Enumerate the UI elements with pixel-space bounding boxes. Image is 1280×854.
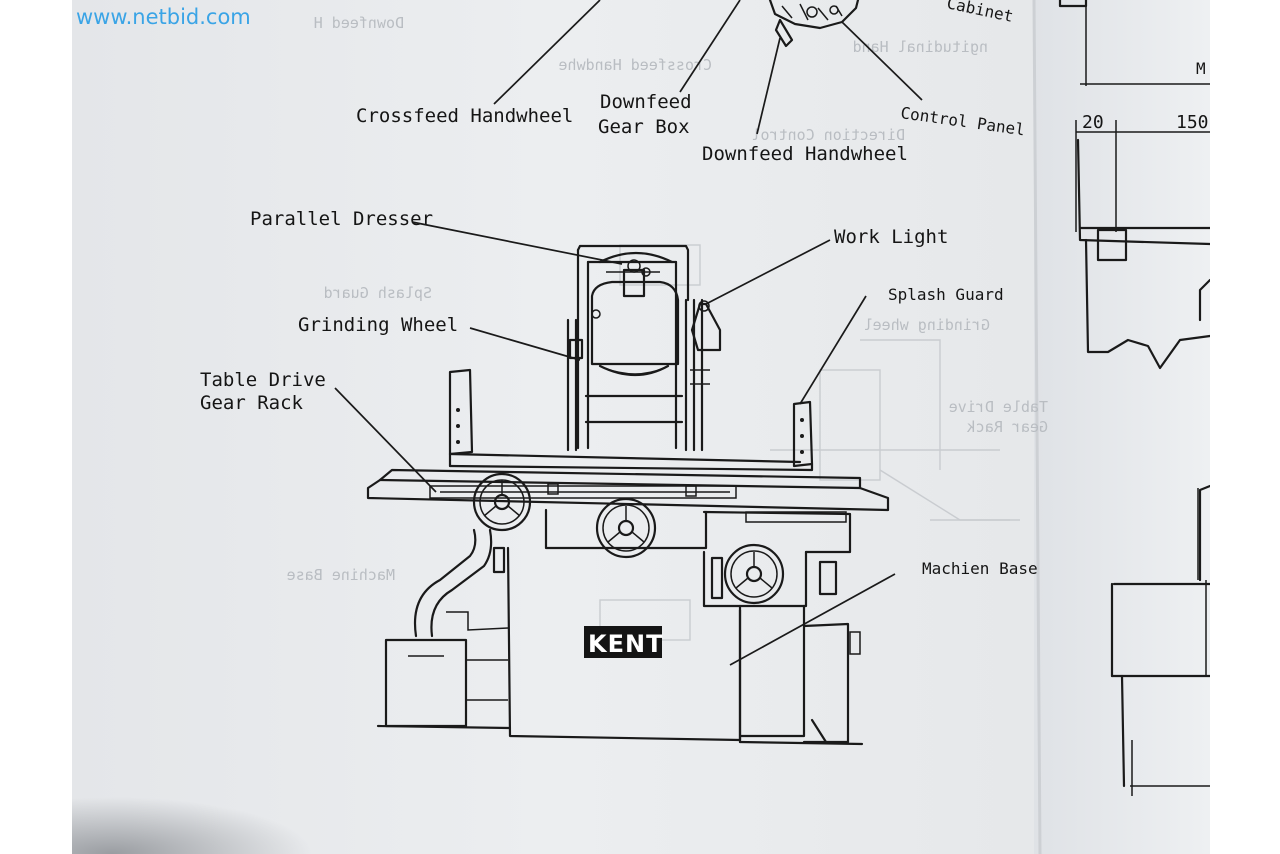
watermark: www.netbid.com: [76, 5, 251, 29]
label-parallel-dresser: Parallel Dresser: [250, 208, 433, 230]
top-partial-drawing: [768, 0, 860, 48]
label-machine-base: Machien Base: [922, 559, 1038, 578]
ghost-table-drive: Table Drive: [949, 398, 1048, 416]
ghost-direction: Direction Control: [751, 126, 905, 144]
kent-logo: KENT: [584, 626, 663, 658]
ghost-downfeed: Downfeed H: [314, 14, 404, 32]
leader-parallel-dresser: [411, 221, 623, 265]
dim-150: 150: [1176, 112, 1209, 133]
ghost-machine-base: Machine Base: [287, 566, 395, 584]
ghost-splash: Splash Guard: [324, 284, 432, 302]
leader-control-panel: [841, 21, 923, 101]
label-crossfeed-handwheel: Crossfeed Handwheel: [356, 105, 573, 127]
photo-margin-left: [0, 0, 72, 854]
label-downfeed-handwheel: Downfeed Handwheel: [702, 143, 908, 165]
label-downfeed-gear-box-1: Downfeed: [600, 91, 692, 113]
photo-margin-right: [1210, 0, 1280, 854]
kent-logo-text: KENT: [588, 630, 663, 658]
label-downfeed-gear-box-2: Gear Box: [598, 116, 690, 138]
left-page: [72, 0, 1034, 854]
surface-grinder-drawing: [366, 244, 890, 746]
label-table-drive-2: Gear Rack: [200, 392, 304, 414]
leader-splash-guard: [799, 295, 867, 405]
bleed-through-text: Downfeed H ngitudinal Hand Crossfeed Han…: [287, 14, 1048, 584]
leader-downfeed-gear-box: [679, 0, 741, 93]
leader-machine-base: [729, 573, 896, 666]
leader-table-drive: [334, 387, 437, 493]
dim-m: M: [1196, 59, 1206, 78]
page-gutter: [1032, 0, 1042, 854]
ghost-longitudinal: ngitudinal Hand: [853, 38, 988, 56]
ghost-grinding: Grinding wheel: [864, 316, 990, 334]
bottom-shadow: [72, 740, 472, 854]
leader-downfeed-handwheel: [756, 37, 781, 135]
dim-20: 20: [1082, 112, 1104, 133]
ghost-gear-rack: Gear Rack: [967, 418, 1048, 436]
dimension-drawing: [1058, 0, 1212, 796]
label-work-light: Work Light: [834, 226, 948, 248]
ghost-crossfeed: Crossfeed Handwhe: [558, 56, 712, 74]
leader-work-light: [705, 239, 831, 305]
label-table-drive-1: Table Drive: [200, 369, 326, 391]
label-grinding-wheel: Grinding Wheel: [298, 314, 458, 336]
leader-grinding-wheel: [469, 327, 581, 361]
leader-crossfeed-handwheel: [493, 0, 601, 105]
label-splash-guard: Splash Guard: [888, 285, 1004, 304]
